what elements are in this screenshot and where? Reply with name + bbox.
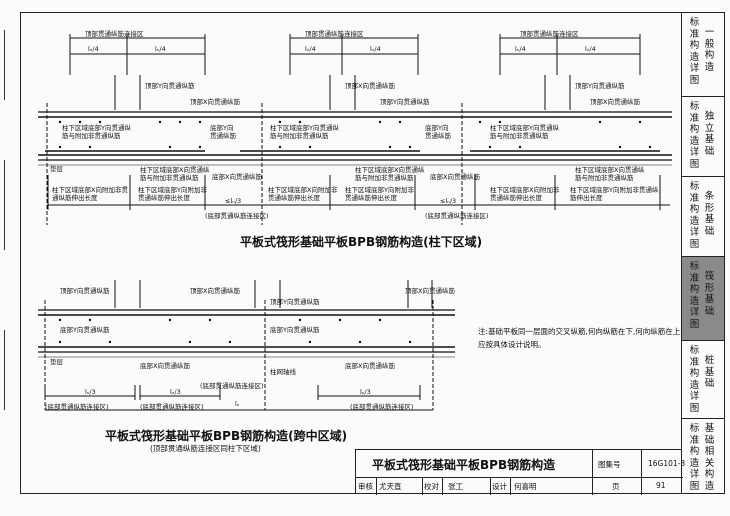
third-dim-label: lₙ/3 bbox=[170, 388, 181, 396]
dim-label: lₙ/4 bbox=[370, 45, 381, 53]
top-y-label: 顶部Y向贯通纵筋 bbox=[270, 298, 320, 306]
ext-x-label: 柱下区域底部X向附加非贯通纵筋伸出长度 bbox=[490, 186, 560, 202]
sidebar-tab-prefix: 标准构造详图 bbox=[689, 423, 700, 492]
drawing-frame bbox=[20, 12, 682, 494]
top-x-label: 顶部X向贯通纵筋 bbox=[590, 98, 640, 106]
check-label: 校对 bbox=[424, 482, 439, 491]
diagram-bottom-subtitle: (顶部贯通纵筋连接区同柱下区域) bbox=[150, 444, 261, 453]
top-y-label: 顶部Y向贯通纵筋 bbox=[60, 287, 110, 295]
binding-margin-mark bbox=[4, 330, 10, 410]
dim-label: lₙ/4 bbox=[305, 45, 316, 53]
sidebar-tab-isolated[interactable]: 标准构造详图 独立基础 bbox=[682, 97, 724, 177]
bottom-zone-label: (底部贯通纵筋连接区) bbox=[140, 403, 204, 411]
col-zone-y-label: 柱下区域底部Y向贯通纵筋与附加非贯通纵筋 bbox=[270, 124, 339, 140]
sidebar-tab-pile[interactable]: 标准构造详图 桩基础 bbox=[682, 341, 724, 419]
sidebar-tab-label: 条形基础 bbox=[704, 191, 715, 237]
bottom-zone-label: (底部贯通纵筋连接区) bbox=[425, 212, 489, 220]
col-zone-y-label: 柱下区域底部Y向贯通纵筋与附加非贯通纵筋 bbox=[490, 124, 559, 140]
dim-label: lₙ/4 bbox=[155, 45, 166, 53]
sidebar-tab-label: 独立基础 bbox=[704, 111, 715, 157]
bottom-x-label: 底部X向贯通纵筋 bbox=[140, 362, 190, 370]
bottom-zone-label: (底部贯通纵筋连接区) bbox=[200, 382, 264, 390]
sidebar-tab-related[interactable]: 标准构造详图 基础相关构造 bbox=[682, 419, 724, 495]
sidebar-tab-prefix: 标准构造详图 bbox=[689, 345, 700, 414]
bottom-y-label: 底部Y向贯通纵筋 bbox=[425, 124, 451, 140]
ext-y-label: 柱下区域底部Y向附加非贯通纵筋伸出长度 bbox=[570, 186, 659, 202]
top-x-label: 顶部X向贯通纵筋 bbox=[345, 82, 395, 90]
top-x-label: 顶部X向贯通纵筋 bbox=[190, 98, 240, 106]
axis-label: 柱网轴线 bbox=[270, 368, 296, 376]
ext-y-label: 柱下区域底部Y向附加非贯通纵筋伸出长度 bbox=[345, 186, 414, 202]
designer-name: 何喜明 bbox=[514, 482, 537, 491]
top-y-label: 顶部Y向贯通纵筋 bbox=[380, 98, 430, 106]
sidebar-tab-general[interactable]: 标准构造详图 一般构造 bbox=[682, 13, 724, 97]
checker-name: 张工 bbox=[448, 482, 463, 491]
sidebar-tab-label: 桩基础 bbox=[704, 355, 715, 389]
bottom-zone-label: (底部贯通纵筋连接区) bbox=[205, 212, 269, 220]
ext-x-label: 柱下区域底部X向附加非贯通纵筋伸出长度 bbox=[268, 186, 338, 202]
review-label: 审核 bbox=[358, 482, 373, 491]
bottom-x-label: 底部X向贯通纵筋 bbox=[212, 173, 262, 181]
sidebar-tab-label: 筏形基础 bbox=[704, 271, 715, 317]
sidebar-tab-prefix: 标准构造详图 bbox=[689, 261, 700, 330]
bottom-zone-label: (底部贯通纵筋连接区) bbox=[45, 403, 109, 411]
note-text: 注:基础平板同一层面的交叉纵筋,何向纵筋在下,何向纵筋在上,应按具体设计说明。 bbox=[478, 327, 683, 349]
col-zone-x-label: 柱下区域底部X向贯通纵筋与附加非贯通纵筋 bbox=[355, 166, 425, 182]
reviewer-name: 尤天直 bbox=[379, 482, 402, 491]
sidebar-tab-prefix: 标准构造详图 bbox=[689, 181, 700, 250]
dim-label: lₙ/4 bbox=[515, 45, 526, 53]
page-label: 页 bbox=[612, 482, 620, 491]
zone-label: 顶部贯通纵筋连接区 bbox=[520, 30, 579, 38]
third-dim-label: lₙ/3 bbox=[360, 388, 371, 396]
top-y-label: 顶部Y向贯通纵筋 bbox=[575, 82, 625, 90]
cushion-label: 垫层 bbox=[50, 165, 63, 173]
sidebar-tab-strip[interactable]: 标准构造详图 条形基础 bbox=[682, 177, 724, 257]
diagram-bottom-title: 平板式筏形基础平板BPB钢筋构造(跨中区域) bbox=[105, 429, 348, 443]
ext-x-label: 柱下区域底部X向附加非贯通纵筋伸出长度 bbox=[52, 186, 128, 202]
diagram-top-title: 平板式筏形基础平板BPB钢筋构造(柱下区域) bbox=[240, 235, 483, 249]
ext-y-label: 柱下区域底部Y向附加非贯通纵筋伸出长度 bbox=[138, 186, 207, 202]
page-number: 91 bbox=[656, 481, 666, 490]
top-x-label: 顶部X向贯通纵筋 bbox=[190, 287, 240, 295]
sidebar-tab-raft[interactable]: 标准构造详图 筏形基础 bbox=[682, 257, 724, 341]
dim-label: lₙ/4 bbox=[585, 45, 596, 53]
design-label: 设计 bbox=[492, 482, 507, 491]
top-y-label: 顶部Y向贯通纵筋 bbox=[145, 82, 195, 90]
sidebar-tab-label: 基础相关构造 bbox=[704, 423, 715, 492]
zone-label: 顶部贯通纵筋连接区 bbox=[85, 30, 144, 38]
cushion-label: 垫层 bbox=[50, 358, 63, 366]
bottom-zone-label: (底部贯通纵筋连接区) bbox=[350, 403, 414, 411]
col-zone-x-label: 柱下区域底部X向贯通纵筋与附加非贯通纵筋 bbox=[575, 166, 645, 182]
binding-margin-mark bbox=[4, 30, 10, 100]
bottom-y-label: 底部Y向贯通纵筋 bbox=[210, 124, 236, 140]
col-zone-y-label: 柱下区域底部Y向贯通纵筋与附加非贯通纵筋 bbox=[62, 124, 131, 140]
third-dim-label: lₙ/3 bbox=[85, 388, 96, 396]
sidebar-tab-label: 一般构造 bbox=[704, 27, 715, 73]
bottom-y-label: 底部Y向贯通纵筋 bbox=[270, 326, 320, 334]
third-dim-label: ≤lₙ/3 bbox=[225, 197, 242, 205]
sidebar-tab-prefix: 标准构造详图 bbox=[689, 101, 700, 170]
atlas-no-label: 图集号 bbox=[598, 460, 621, 469]
bottom-x-label: 底部X向贯通纵筋 bbox=[345, 362, 395, 370]
zone-label: 顶部贯通纵筋连接区 bbox=[305, 30, 364, 38]
category-sidebar: 标准构造详图 一般构造 标准构造详图 独立基础 标准构造详图 条形基础 标准构造… bbox=[682, 12, 725, 494]
col-zone-x-label: 柱下区域底部X向贯通纵筋与附加非贯通纵筋 bbox=[140, 166, 210, 182]
bottom-x-label: 底部X向贯通纵筋 bbox=[430, 173, 480, 181]
dim-label: lₙ/4 bbox=[88, 45, 99, 53]
title-block: 平板式筏形基础平板BPB钢筋构造 图集号 16G101-3 审核 尤天直 校对 … bbox=[355, 449, 686, 495]
top-x-label: 顶部X向贯通纵筋 bbox=[405, 287, 455, 295]
atlas-no: 16G101-3 bbox=[648, 459, 686, 468]
sheet-title: 平板式筏形基础平板BPB钢筋构造 bbox=[372, 458, 556, 472]
binding-margin-mark bbox=[4, 160, 10, 250]
bottom-y-label: 底部Y向贯通纵筋 bbox=[60, 326, 110, 334]
ln-dim-label: lₙ bbox=[235, 400, 240, 408]
sidebar-tab-prefix: 标准构造详图 bbox=[689, 17, 700, 86]
third-dim-label: ≤lₙ/3 bbox=[440, 197, 457, 205]
